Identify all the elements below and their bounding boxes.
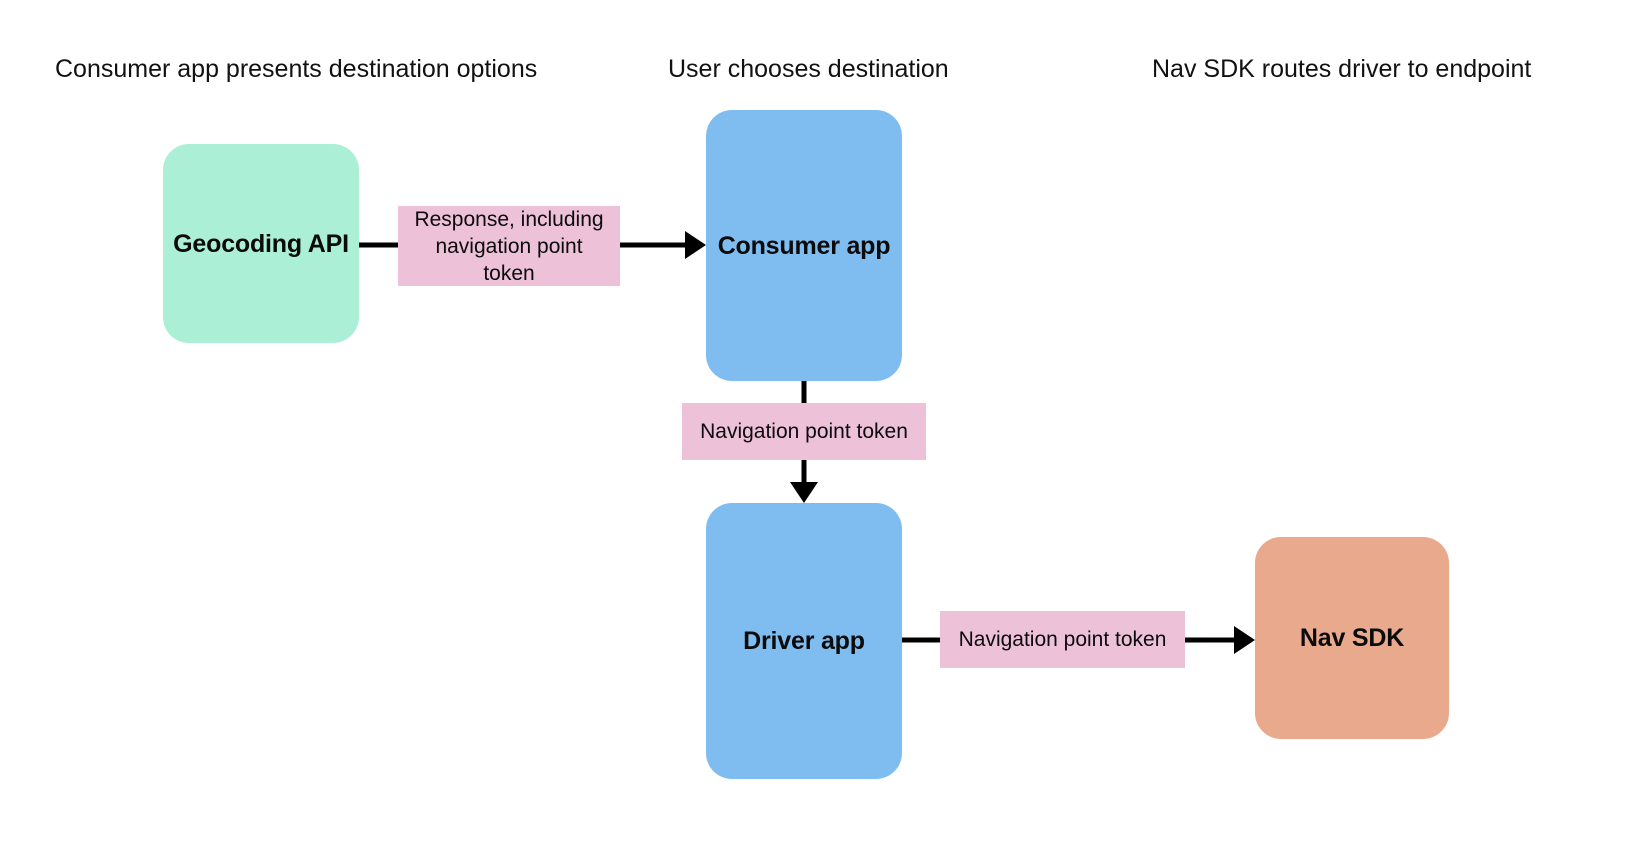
node-label: Consumer app	[717, 231, 891, 260]
node-label: Driver app	[743, 627, 865, 655]
column-header-consumer-app: Consumer app presents destination option…	[55, 55, 538, 83]
node-geocoding-api[interactable]: Geocoding API	[163, 144, 359, 343]
edge-label-text: Navigation point token	[958, 628, 1167, 651]
node-consumer-app[interactable]: Consumer app	[706, 110, 902, 381]
edge-label-response-including-navigation-point-token: Response, including navigation point tok…	[398, 206, 620, 286]
node-label: Nav SDK	[1299, 624, 1405, 652]
edge-label-navigation-point-token-horizontal: Navigation point token	[940, 611, 1185, 668]
column-header-user-chooses: User chooses destination	[668, 55, 949, 83]
node-nav-sdk[interactable]: Nav SDK	[1255, 537, 1449, 739]
column-header-nav-sdk-routes: Nav SDK routes driver to endpoint	[1152, 55, 1532, 83]
edge-label-text: Response, including navigation point tok…	[414, 207, 604, 285]
node-label: Geocoding API	[173, 229, 349, 258]
edge-label-text: Navigation point token	[700, 420, 908, 443]
node-driver-app[interactable]: Driver app	[706, 503, 902, 779]
edge-label-navigation-point-token-vertical: Navigation point token	[682, 403, 926, 460]
